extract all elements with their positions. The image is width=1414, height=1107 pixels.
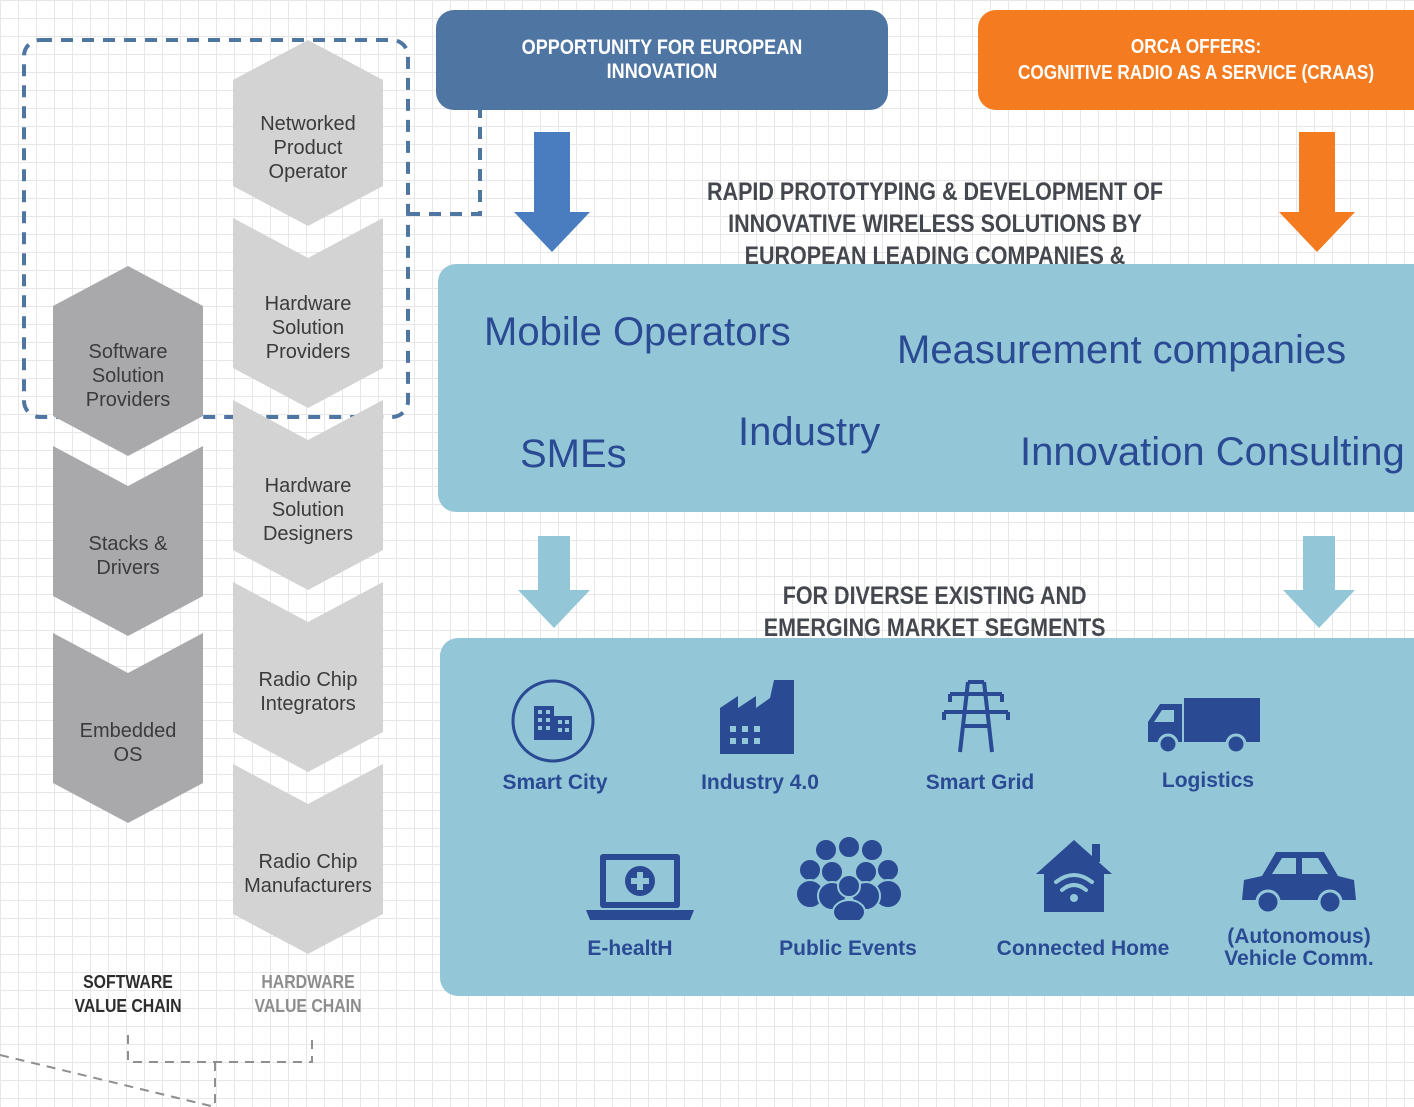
segment-label: E-healtH — [587, 937, 673, 960]
software-chain-item: Software Solution Providers — [53, 266, 203, 456]
actors-panel — [438, 264, 1414, 512]
actor-label: Measurement companies — [897, 328, 1347, 372]
market-heading-text: FOR DIVERSE EXISTING AND EMERGING MARKET… — [764, 582, 1106, 642]
segment-label: (Autonomous) Vehicle Comm. — [1224, 925, 1374, 970]
truck-icon — [1148, 698, 1260, 755]
segment-label: Connected Home — [996, 937, 1170, 960]
segments-panel — [440, 638, 1414, 996]
car-icon — [1242, 852, 1356, 915]
segment-label: Public Events — [779, 937, 917, 960]
segment-label: Smart Grid — [925, 771, 1035, 794]
actor-label: Innovation Consulting — [1020, 430, 1405, 474]
factory-icon — [720, 680, 794, 754]
segment-label: Logistics — [1161, 769, 1255, 792]
orca-box-text: ORCA OFFERS: COGNITIVE RADIO AS A SERVIC… — [1017, 36, 1375, 84]
wifi-home-icon — [1036, 840, 1112, 912]
power-tower-icon — [942, 680, 1010, 753]
segment-label: Smart City — [502, 771, 608, 794]
software-chain-label: SOFTWARE VALUE CHAIN — [74, 972, 182, 1016]
light-blue-down-arrow — [1283, 536, 1355, 628]
software-chain-item: Stacks & Drivers — [53, 446, 203, 636]
orca-box: ORCA OFFERS: COGNITIVE RADIO AS A SERVIC… — [978, 10, 1414, 110]
market-heading: FOR DIVERSE EXISTING AND EMERGING MARKET… — [700, 548, 1170, 644]
hardware-chain-label: HARDWARE VALUE CHAIN — [254, 972, 362, 1016]
opportunity-box-text: OPPORTUNITY FOR EUROPEAN INNOVATION — [521, 36, 803, 83]
blue-down-arrow — [514, 132, 590, 252]
actor-label: Mobile Operators — [484, 310, 791, 354]
light-blue-down-arrow — [518, 536, 590, 628]
segment-label: Industry 4.0 — [701, 771, 819, 794]
hardware-chain-item: Networked Product Operator — [233, 40, 383, 226]
laptop-medical-icon — [586, 854, 694, 920]
hardware-chain-item: Hardware Solution Designers — [233, 400, 383, 590]
smart-city-icon — [511, 679, 595, 763]
opportunity-box: OPPORTUNITY FOR EUROPEAN INNOVATION — [436, 10, 888, 110]
actor-label: SMEs — [520, 432, 627, 476]
crowd-icon — [796, 836, 902, 920]
orange-down-arrow — [1279, 132, 1355, 252]
actor-label: Industry — [738, 410, 881, 454]
